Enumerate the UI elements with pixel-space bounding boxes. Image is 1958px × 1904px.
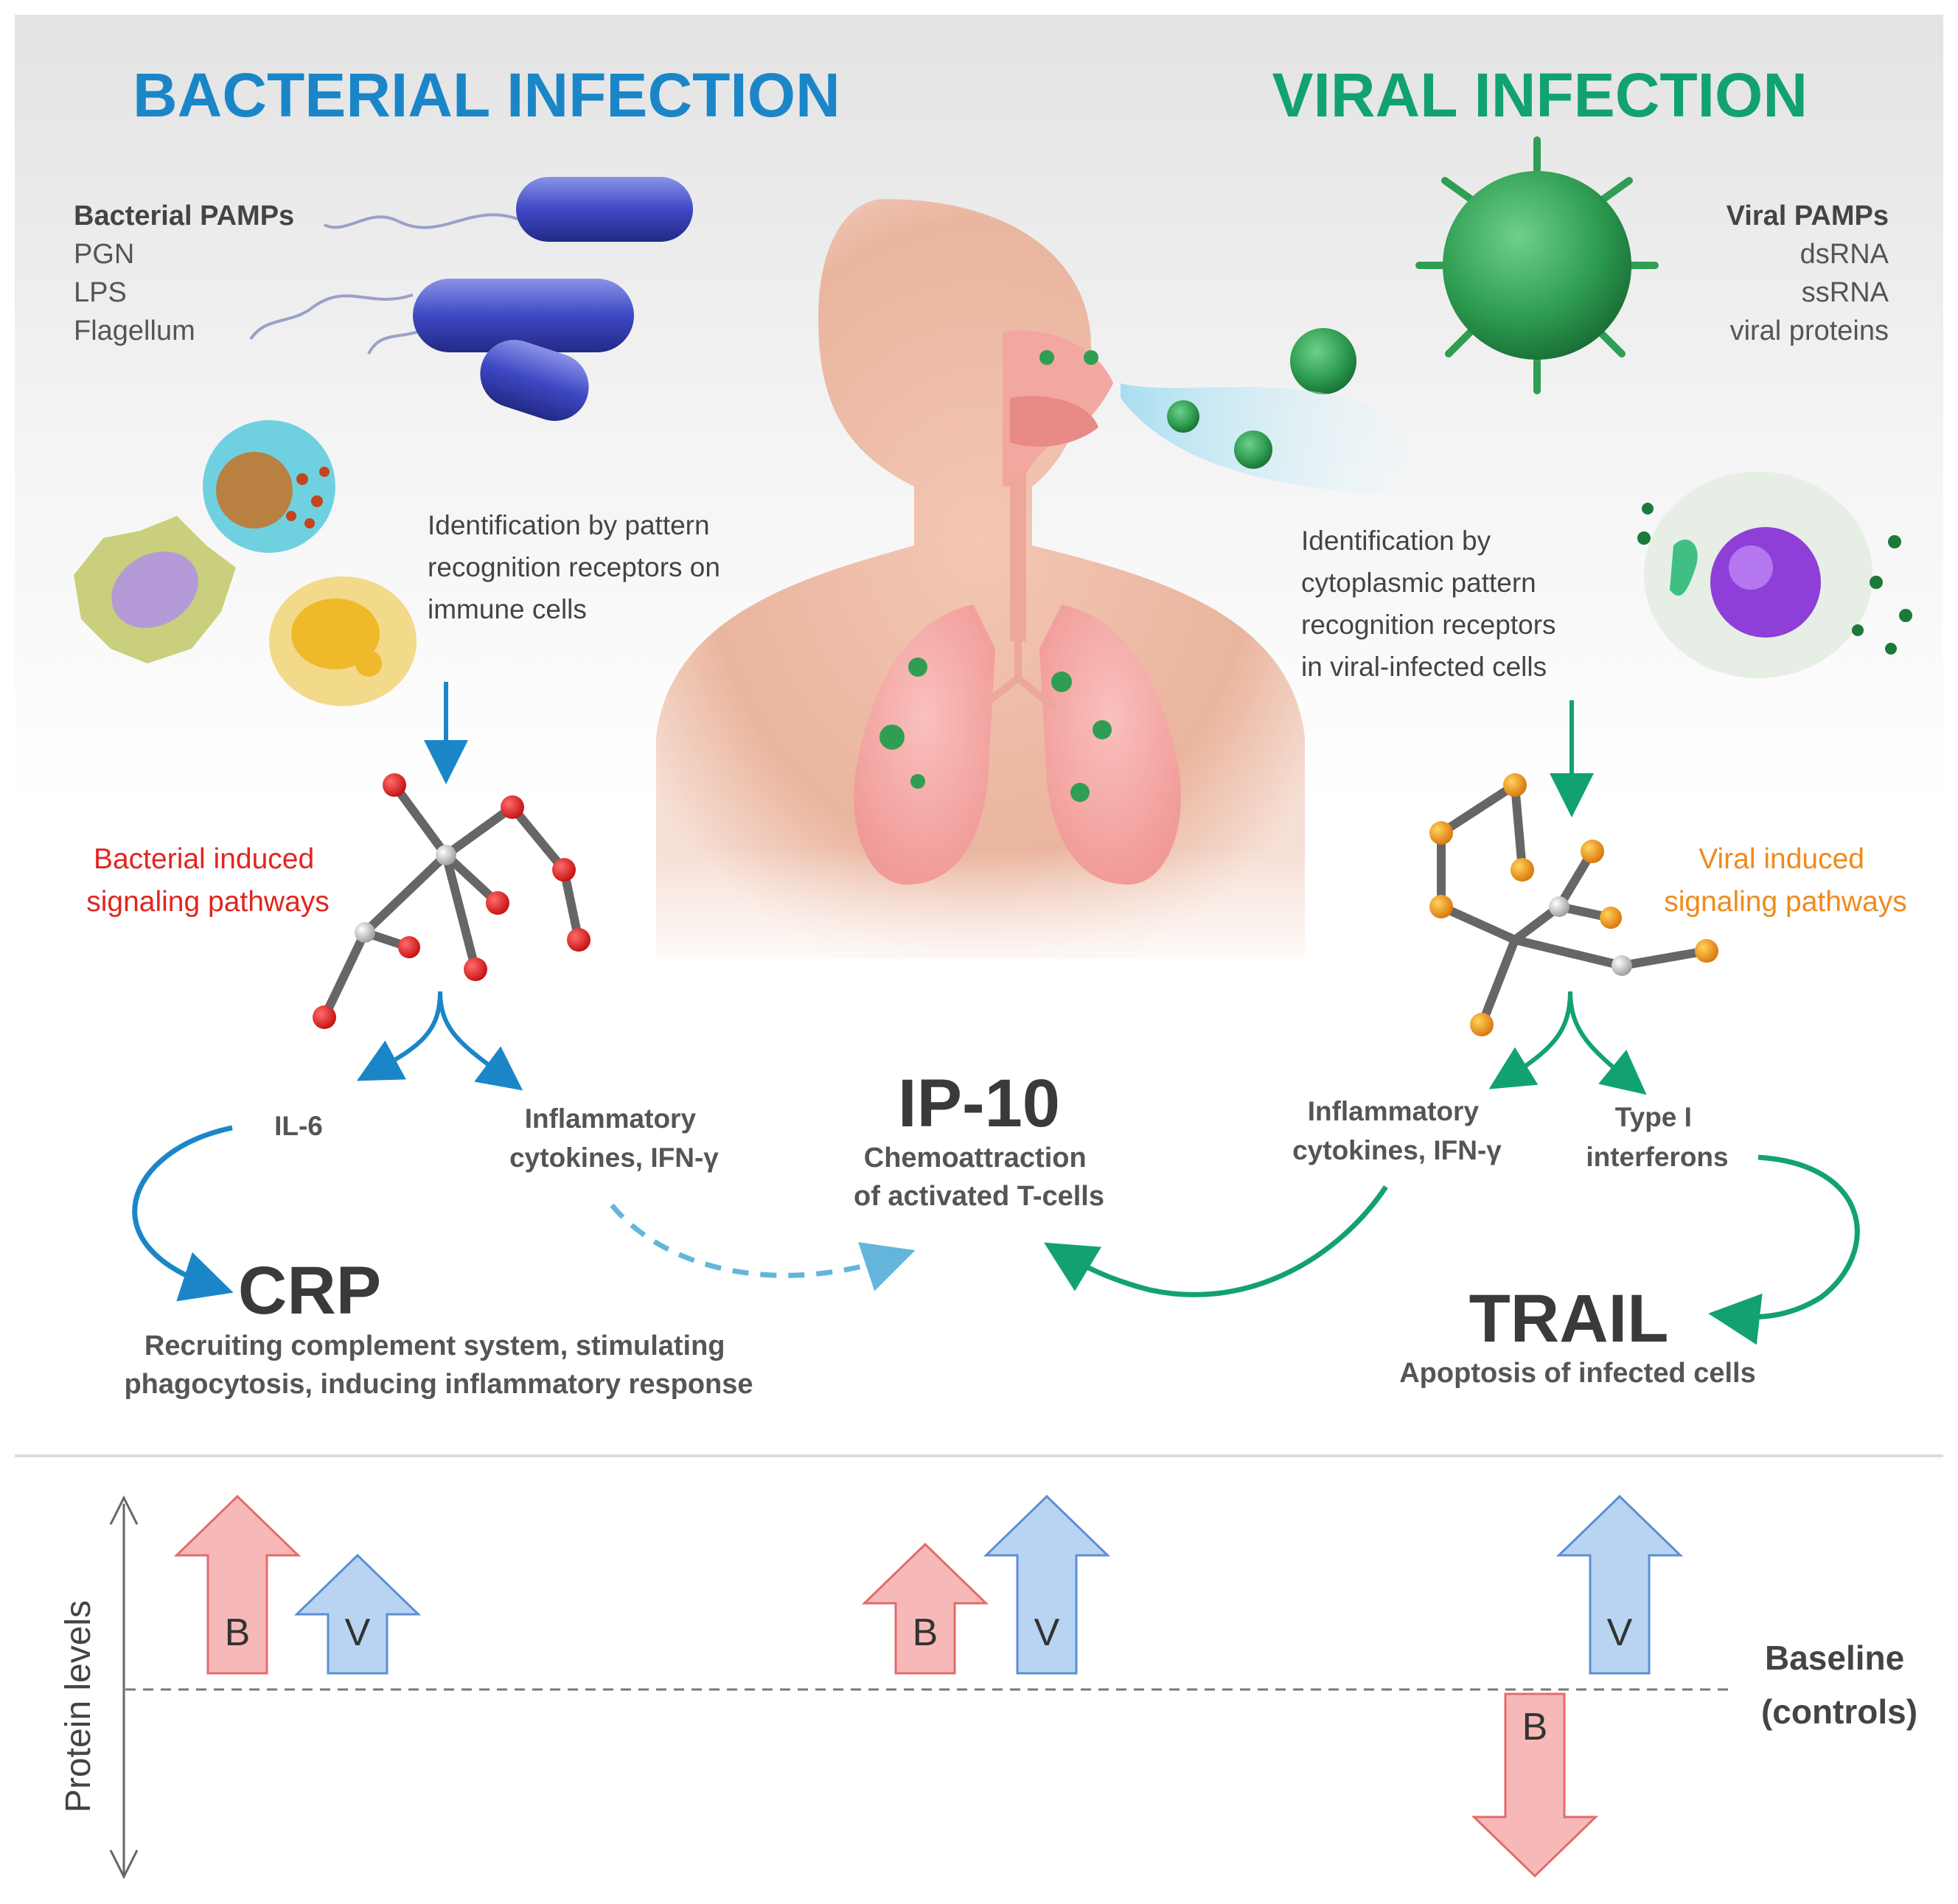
viral-cytokines-to-ip10-arrow xyxy=(1043,1185,1388,1297)
viral-cytokines-label: Inflammatory cytokines, IFN-γ xyxy=(1292,1096,1502,1165)
interferons-to-trail-arrow xyxy=(1708,1154,1860,1345)
protein-levels-panel: Protein levels Baseline (controls) xyxy=(59,1495,1917,1880)
trail-description: Apoptosis of infected cells xyxy=(1399,1358,1756,1389)
virus-droplet xyxy=(1234,430,1272,469)
bacterial-cytokines-label: Inflammatory cytokines, IFN-γ xyxy=(509,1103,719,1173)
crp-title: CRP xyxy=(238,1253,381,1328)
level-arrow-ip-10-v xyxy=(983,1494,1111,1675)
level-arrow-ip-10-b xyxy=(861,1542,989,1675)
bacteria-illustration xyxy=(249,177,693,421)
trail-title: TRAIL xyxy=(1469,1281,1669,1356)
level-arrow-letter: B xyxy=(1522,1706,1548,1748)
infected-cell-illustration xyxy=(1637,472,1912,678)
ip10-description: Chemoattraction of activated T-cells xyxy=(854,1143,1104,1212)
level-arrow-letter: B xyxy=(225,1611,251,1654)
il6-label: IL-6 xyxy=(274,1111,323,1141)
level-arrow-letter: V xyxy=(345,1611,371,1654)
type1-interferons-label: Type I interferons xyxy=(1586,1102,1728,1172)
cytokines-to-ip10-dashed-arrow xyxy=(610,1203,916,1291)
level-arrow-trail-v xyxy=(1555,1494,1684,1675)
virus-illustration-large xyxy=(1415,136,1659,394)
axis-arrowhead-up xyxy=(109,1495,139,1525)
bacterial-pathway-label: Bacterial induced signaling pathways xyxy=(86,843,330,918)
bacterial-header: BACTERIAL INFECTION xyxy=(133,60,840,130)
viral-pamp-item: viral proteins xyxy=(1730,315,1889,346)
ip10-title: IP-10 xyxy=(898,1066,1060,1141)
level-arrow-crp-b xyxy=(173,1494,302,1675)
il6-to-crp-arrow xyxy=(132,1125,234,1302)
cytokine-branch-arrow xyxy=(438,991,523,1091)
baseline-label: Baseline (controls) xyxy=(1761,1639,1917,1731)
viral-pathway-label: Viral induced signaling pathways xyxy=(1664,843,1907,918)
viral-identification-text: Identification by cytoplasmic pattern re… xyxy=(1301,526,1564,682)
bacterial-pamps-title: Bacterial PAMPs xyxy=(74,200,294,231)
level-arrow-letter: V xyxy=(1607,1611,1633,1654)
virus-illustration-small xyxy=(1290,328,1356,394)
level-arrow-letter: V xyxy=(1034,1611,1060,1654)
axis-arrowhead-down xyxy=(109,1849,139,1880)
viral-pamp-item: ssRNA xyxy=(1802,277,1889,308)
viral-header: VIRAL INFECTION xyxy=(1272,60,1808,130)
human-body-illustration xyxy=(649,199,1312,980)
crp-description: Recruiting complement system, stimulatin… xyxy=(124,1331,753,1400)
virus-droplet xyxy=(1167,400,1199,433)
interferon-branch-arrow xyxy=(1568,991,1647,1095)
viral-signaling-network xyxy=(1429,773,1718,1036)
bacterial-pamp-item: Flagellum xyxy=(74,315,195,346)
bacterial-identification-text: Identification by pattern recognition re… xyxy=(428,510,728,624)
protein-level-arrows: B V B V V B xyxy=(173,1494,1684,1878)
level-arrow-letter: B xyxy=(913,1611,938,1654)
immune-cells-illustration xyxy=(74,420,417,706)
bacterial-signaling-network xyxy=(313,773,590,1029)
viral-pamps-title: Viral PAMPs xyxy=(1727,200,1889,231)
bacterial-pamp-item: PGN xyxy=(74,239,134,270)
level-arrow-crp-v xyxy=(293,1553,422,1675)
viral-pamp-item: dsRNA xyxy=(1800,239,1889,270)
protein-levels-label: Protein levels xyxy=(59,1600,98,1813)
bacterial-pamp-item: LPS xyxy=(74,277,127,308)
level-arrow-trail-b xyxy=(1471,1692,1599,1878)
